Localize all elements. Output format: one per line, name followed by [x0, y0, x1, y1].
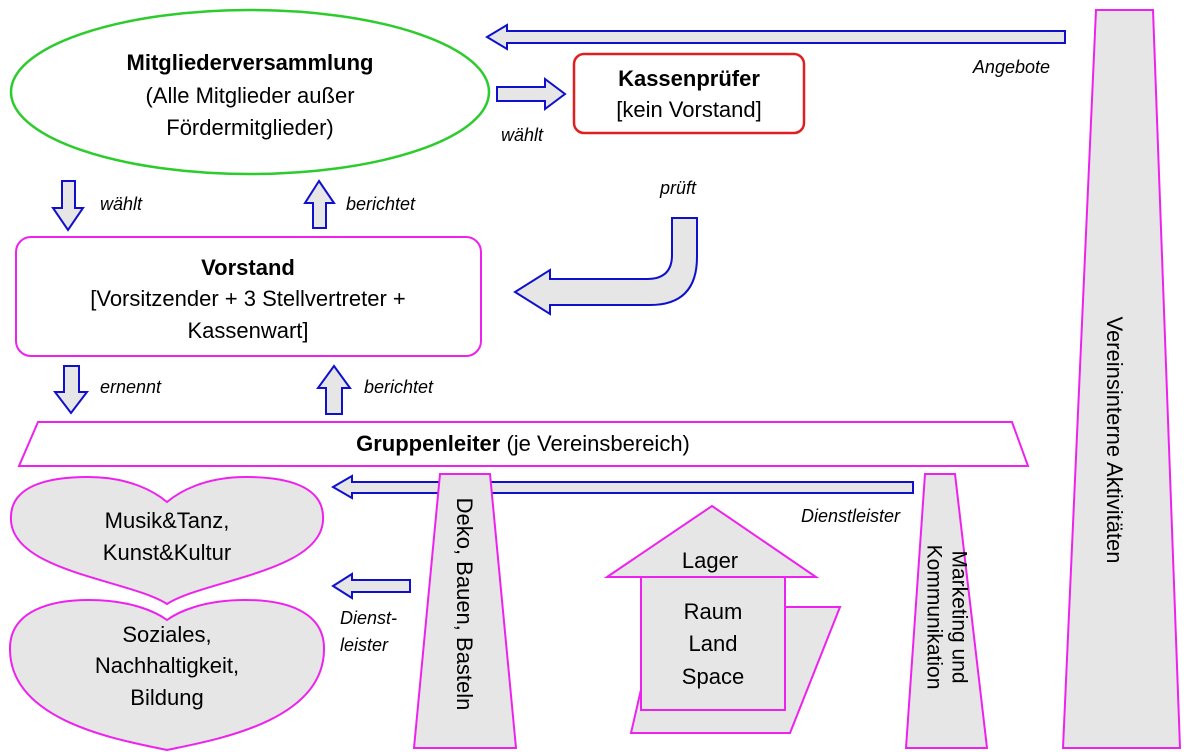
marketing-label-2: Kommunikation — [922, 545, 945, 690]
berichtet-vorstand-arrow — [303, 179, 336, 229]
vorstand-box — [15, 236, 482, 357]
dienst-leister-label-1: Dienst- — [340, 608, 397, 628]
gruppenleiter-text: Gruppenleiter (je Vereinsbereich) — [356, 431, 690, 456]
angebote-label: Angebote — [972, 57, 1050, 77]
heart-top-line2: Kunst&Kultur — [103, 540, 231, 565]
prueft-label: prüft — [659, 178, 697, 198]
berichtet-gruppe-label: berichtet — [364, 377, 434, 397]
dienstleister-arrow — [331, 474, 914, 500]
berichtet-vorstand-label: berichtet — [346, 194, 416, 214]
heart-top — [9, 475, 325, 606]
vorstand-title: Vorstand — [201, 255, 295, 280]
dienst-leister-label-2: leister — [340, 635, 389, 655]
house-body — [640, 576, 786, 711]
prueft-arrow — [513, 217, 698, 316]
gruppenleiter-title: Gruppenleiter — [356, 431, 501, 456]
dienstleister-label: Dienstleister — [801, 506, 901, 526]
mitgliederversammlung-ellipse — [9, 8, 491, 176]
angebote-arrow — [485, 23, 1066, 51]
marketing-label-1: Marketing und — [947, 550, 970, 683]
house-roof-label: Lager — [682, 548, 738, 573]
ernennt-label: ernennt — [100, 377, 162, 397]
vorstand-line2: [Vorsitzender + 3 Stellvertreter + — [90, 286, 406, 311]
heart-bottom — [8, 598, 326, 752]
gruppenleiter-suffix: (je Vereinsbereich) — [500, 431, 690, 456]
kassenpruefer-box — [572, 52, 806, 135]
ernennt-arrow — [52, 365, 90, 415]
waehlt-vorstand-label: wählt — [100, 194, 143, 214]
vereinsinterne-label: Vereinsinterne Aktivitäten — [1102, 316, 1127, 563]
heart-bottom-line2: Nachhaltigkeit, — [95, 653, 239, 678]
marketing-pillar — [904, 473, 989, 749]
waehlt-vorstand-arrow — [51, 180, 85, 232]
mitgliederversammlung-line3: Fördermitglieder) — [166, 115, 334, 140]
berichtet-gruppe-arrow — [316, 364, 352, 415]
heart-top-line1: Musik&Tanz, — [105, 508, 230, 533]
heart-bottom-line1: Soziales, — [122, 622, 211, 647]
kassenpruefer-title: Kassenprüfer — [618, 66, 760, 91]
mitgliederversammlung-title: Mitgliederversammlung — [127, 50, 374, 75]
house-line3: Space — [682, 664, 744, 689]
mitgliederversammlung-line2: (Alle Mitglieder außer — [145, 83, 354, 108]
waehlt-kasse-label: wählt — [501, 125, 544, 145]
deko-label: Deko, Bauen, Basteln — [452, 498, 477, 711]
waehlt-kasse-arrow — [496, 77, 567, 111]
house-line1: Raum — [684, 599, 743, 624]
gruppenleiter-band — [17, 421, 1030, 467]
deko-pillar — [412, 473, 518, 749]
house-line2: Land — [689, 631, 738, 656]
kassenpruefer-subtitle: [kein Vorstand] — [616, 97, 762, 122]
vorstand-line3: Kassenwart] — [187, 318, 308, 343]
heart-bottom-line3: Bildung — [130, 685, 203, 710]
dienst-leister-arrow — [331, 572, 411, 600]
vereinsinterne-pillar — [1061, 9, 1182, 749]
